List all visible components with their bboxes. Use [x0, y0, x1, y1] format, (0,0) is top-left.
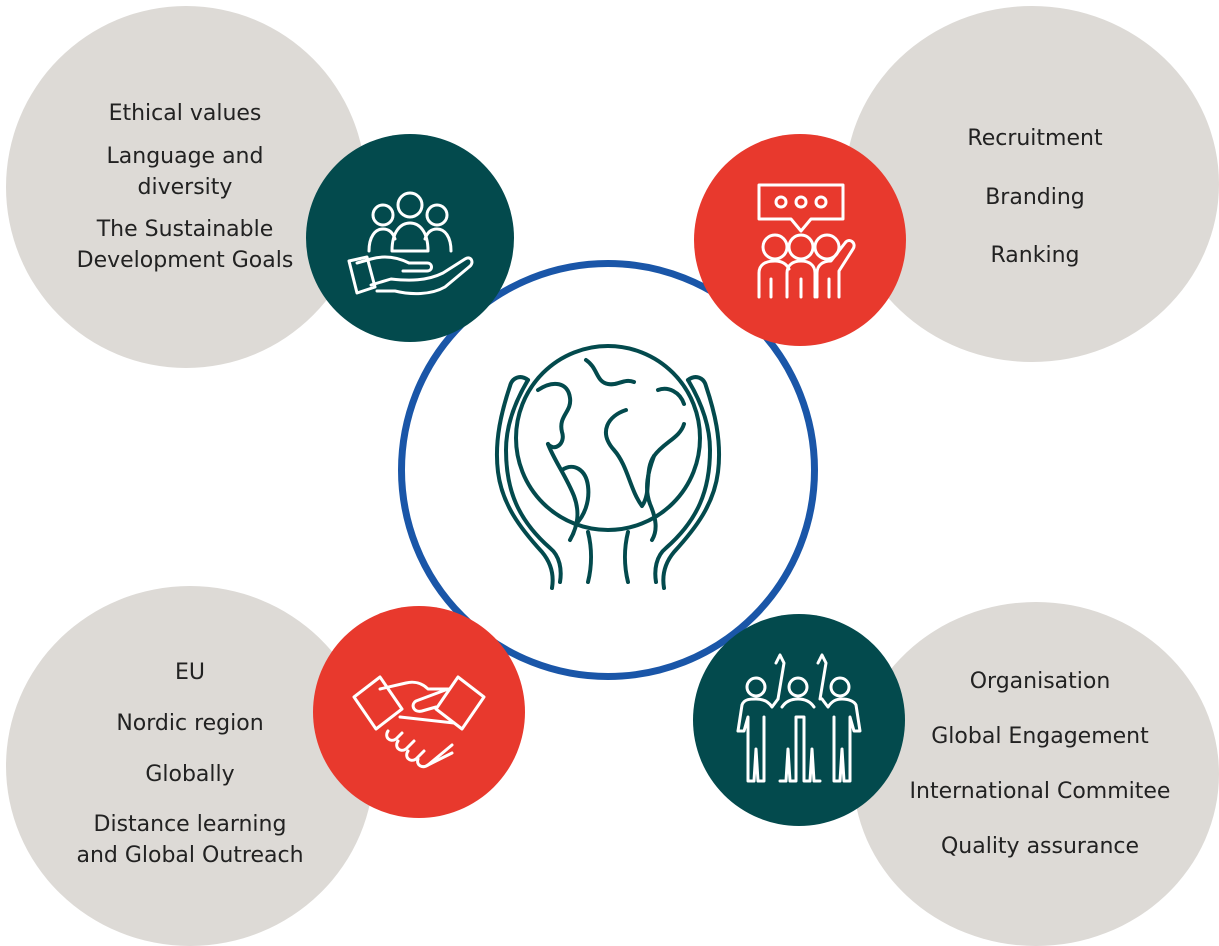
top-left-bubble: [6, 6, 366, 368]
bottom-left-icon-circle: [313, 606, 525, 818]
list-item: EU: [174, 660, 205, 685]
list-item: Ethical values: [108, 101, 262, 126]
list-item: Organisation: [969, 669, 1111, 695]
bottom-left-text-list: EU Nordic region Globally Distance learn…: [50, 640, 330, 890]
handshake-icon: [352, 675, 486, 769]
bottom-right-icon-circle: [693, 614, 905, 826]
list-item: Globally: [145, 761, 235, 787]
top-right-bubble: [845, 6, 1219, 362]
bottom-right-bubble: [853, 602, 1219, 946]
raised-hands-team-icon: [736, 653, 862, 783]
top-left-icon-circle: [306, 134, 514, 342]
list-item: The Sustainable Development Goals: [76, 217, 294, 274]
center-ring: [398, 260, 818, 680]
top-left-text-list: Ethical values Language and diversity Th…: [40, 78, 330, 298]
list-item: Global Engagement: [931, 724, 1149, 750]
people-in-hand-icon: [347, 191, 474, 296]
top-right-icon-circle: [694, 134, 906, 346]
bottom-right-text-list: Organisation Global Engagement Internati…: [880, 650, 1200, 880]
top-right-text-list: Recruitment Branding Ranking: [930, 108, 1140, 288]
list-item: Nordic region: [116, 710, 264, 736]
list-item: Recruitment: [967, 125, 1103, 151]
list-item: Language and diversity: [106, 143, 264, 200]
list-item: Distance learning and Global Outreach: [76, 812, 304, 869]
speech-bubble-group-icon: [757, 183, 856, 299]
list-item: Quality assurance: [940, 833, 1140, 859]
globe-in-hands-icon: [494, 344, 722, 590]
list-item: Ranking: [990, 243, 1080, 269]
list-item: International Commitee: [909, 779, 1171, 804]
list-item: Branding: [985, 184, 1085, 210]
bottom-left-bubble: [6, 586, 374, 946]
